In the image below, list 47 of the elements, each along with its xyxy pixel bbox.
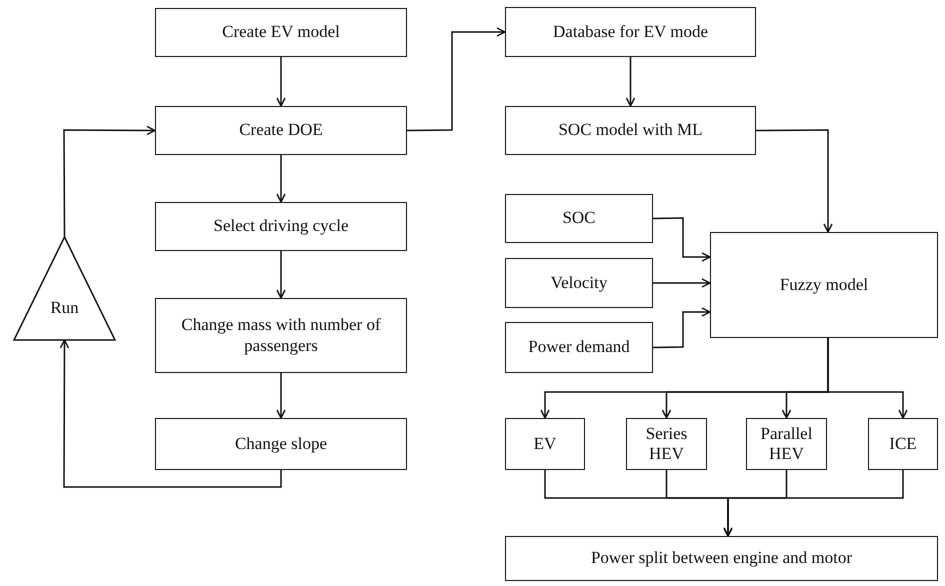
node-label: Run bbox=[50, 298, 79, 319]
process-box bbox=[626, 418, 707, 470]
process-box bbox=[505, 418, 585, 470]
process-box bbox=[505, 106, 756, 155]
process-box bbox=[746, 418, 827, 470]
arrow bbox=[407, 27, 506, 132]
process-box bbox=[505, 536, 938, 581]
node-label: Change slope bbox=[234, 434, 328, 454]
arrow bbox=[60, 339, 282, 488]
node-label: Parallel HEV bbox=[760, 424, 814, 464]
node-label: SOC bbox=[562, 208, 596, 229]
node-label: Select driving cycle bbox=[213, 216, 348, 237]
arrow bbox=[652, 307, 711, 348]
arrow bbox=[626, 57, 636, 107]
process-box bbox=[505, 7, 756, 57]
process-box bbox=[868, 418, 938, 470]
arrow bbox=[63, 126, 156, 237]
node-label: Change mass with number of passengers bbox=[180, 315, 382, 356]
node-label: Database for EV mode bbox=[553, 22, 708, 42]
process-box bbox=[505, 258, 653, 308]
process-box bbox=[155, 418, 407, 470]
arrow bbox=[652, 217, 711, 262]
node-label: Create EV model bbox=[222, 22, 340, 43]
arrow bbox=[653, 278, 711, 288]
process-box bbox=[505, 322, 653, 373]
process-box bbox=[710, 232, 938, 338]
node-label: Create DOE bbox=[239, 120, 323, 141]
arrow bbox=[756, 129, 833, 233]
process-box bbox=[155, 202, 407, 251]
node-label: Power demand bbox=[528, 337, 630, 358]
arrow bbox=[723, 470, 904, 537]
node-label: EV bbox=[534, 434, 556, 454]
node-label: Fuzzy model bbox=[780, 274, 868, 296]
node-label: Velocity bbox=[550, 272, 608, 294]
node-label: Power split between engine and motor bbox=[590, 548, 852, 569]
process-box bbox=[155, 8, 407, 57]
arrow bbox=[276, 373, 286, 419]
arrow bbox=[276, 57, 286, 107]
node-label: ICE bbox=[889, 434, 917, 454]
process-box bbox=[155, 298, 407, 373]
arrow bbox=[276, 155, 286, 203]
process-box bbox=[155, 106, 407, 155]
process-box bbox=[505, 194, 653, 243]
arrow bbox=[827, 338, 908, 419]
node-label: Series HEV bbox=[644, 424, 688, 464]
arrow bbox=[276, 251, 286, 299]
node-label: SOC model with ML bbox=[558, 120, 703, 141]
